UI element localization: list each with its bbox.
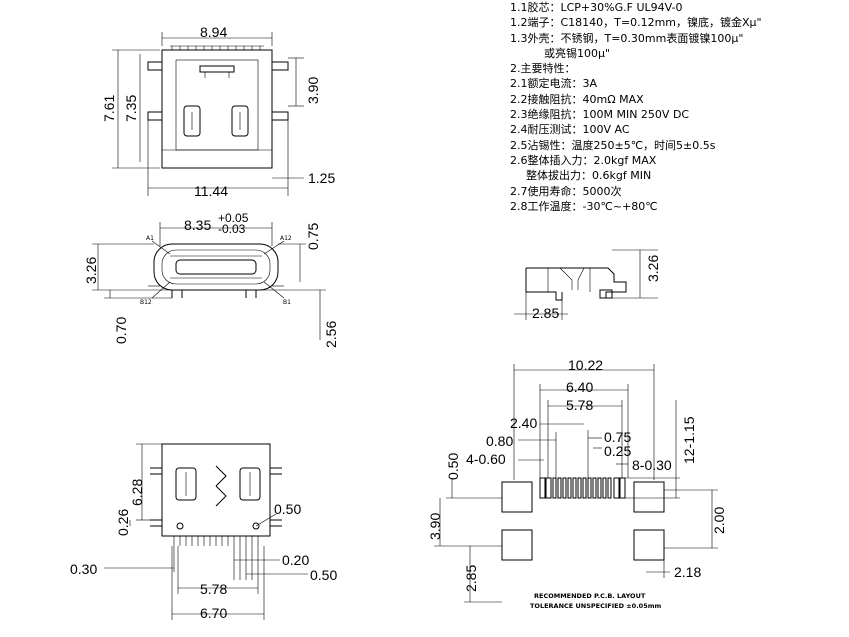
pin-label-a1: A1	[146, 235, 154, 242]
spec-line: 2.2接触阻抗：40mΩ MAX	[510, 92, 644, 106]
top-view: 8.94 7.61 7.35 3.90 11.44 1.25	[101, 24, 335, 199]
front-view: 8.35 +0.05 -0.03 A1 A12 B12 B1 0.75 3.26…	[83, 211, 339, 348]
dim-top-width: 8.94	[200, 24, 227, 40]
dim-bottom-height: 6.28	[129, 479, 145, 506]
dim-pcb-025: 0.25	[604, 443, 631, 459]
dim-bottom-hole: 0.50	[274, 501, 301, 517]
dim-bottom-left: 0.30	[70, 561, 97, 577]
dim-pcb-240: 2.40	[510, 415, 537, 431]
spec-line: 整体拔出力：0.6kgf MIN	[526, 169, 652, 183]
bottom-view: 6.28 0.26 0.50 0.30 0.20 0.50 5.78 6.70	[70, 443, 337, 621]
spec-line: 2.5沾锡性：温度250±5℃，时间5±0.5s	[510, 138, 716, 152]
spec-line: 2.8工作温度：-30℃~+80℃	[510, 199, 658, 213]
dim-top-overall: 11.44	[194, 183, 228, 199]
spec-line: 2.主要特性：	[510, 62, 576, 76]
dim-pcb-285: 2.85	[463, 565, 479, 592]
dim-pcb-8030: 8-0.30	[632, 457, 672, 473]
dim-bottom-small-height: 0.26	[115, 509, 131, 536]
spec-line: 1.1胶芯：LCP+30%G.F UL94V-0	[510, 1, 683, 14]
spec-line: 1.3外壳：不锈钢，T=0.30mm表面镀镍100μ"	[510, 31, 744, 45]
dim-front-top-offset: 0.75	[305, 223, 321, 250]
dim-front-left-bottom: 0.70	[113, 317, 129, 344]
dim-front-width: 8.35	[184, 217, 211, 233]
dim-pcb-390: 3.90	[427, 513, 443, 540]
dim-front-tol-plus: +0.05	[218, 211, 249, 225]
spec-line: 1.2端子：C18140，T=0.12mm，镍底，镀金Xμ"	[510, 16, 762, 30]
dim-bottom-pitch: 0.20	[282, 552, 309, 568]
spec-line: 2.3绝缘阻抗：100M MIN 250V DC	[510, 108, 690, 122]
dim-side-depth: 2.85	[532, 305, 559, 321]
spec-line: 2.1额定电流：3A	[510, 77, 598, 91]
dim-pcb-080: 0.80	[486, 433, 513, 449]
dim-pcb-overall: 10.22	[568, 357, 603, 373]
side-view: 3.26 2.85	[514, 249, 661, 321]
dim-side-height: 3.26	[645, 255, 661, 282]
pcb-layout: 10.22 6.40 5.78 2.40 0.80 0.75 0.25 4-0.…	[427, 357, 727, 610]
dim-pcb-12115: 12-1.15	[681, 416, 697, 464]
dim-front-tol-minus: -0.03	[218, 222, 246, 236]
dim-front-height: 3.26	[83, 257, 99, 284]
dim-pcb-4060: 4-0.60	[466, 451, 506, 467]
dim-top-tab: 1.25	[308, 170, 335, 186]
pin-label-b1: B1	[283, 299, 291, 306]
dim-bottom-pitch2: 0.50	[310, 567, 337, 583]
dim-front-right-bottom: 2.56	[323, 321, 339, 348]
spec-line: 2.6整体插入力：2.0kgf MAX	[510, 153, 657, 167]
dim-pcb-050: 0.50	[445, 453, 461, 480]
spec-line: 2.7使用寿命：5000次	[510, 184, 622, 198]
dim-top-height: 7.61	[101, 95, 117, 122]
signal-pads	[539, 477, 626, 499]
spec-list: 1.1胶芯：LCP+30%G.F UL94V-0 1.2端子：C18140，T=0…	[510, 0, 840, 214]
dim-bottom-overall: 6.70	[200, 605, 227, 621]
dim-top-right-height: 3.90	[305, 77, 321, 104]
dim-pcb-218: 2.18	[674, 564, 701, 580]
pcb-tolerance: TOLERANCE UNSPECIFIED ±0.05mm	[530, 602, 661, 610]
pin-label-b12: B12	[140, 299, 152, 306]
pin-label-a12: A12	[280, 235, 292, 242]
dim-pcb-075: 0.75	[604, 429, 631, 445]
dim-pcb-outer: 6.40	[566, 379, 593, 395]
pcb-caption: RECOMMENDED P.C.B. LAYOUT	[534, 592, 646, 600]
dim-pcb-inner: 5.78	[566, 397, 593, 413]
spec-line: 或亮锡100μ"	[544, 46, 611, 60]
dim-pcb-200: 2.00	[711, 507, 727, 534]
spec-line: 2.4耐压测试：100V AC	[510, 123, 630, 137]
dim-bottom-span: 5.78	[200, 581, 227, 597]
dim-top-inner-height: 7.35	[123, 95, 139, 122]
